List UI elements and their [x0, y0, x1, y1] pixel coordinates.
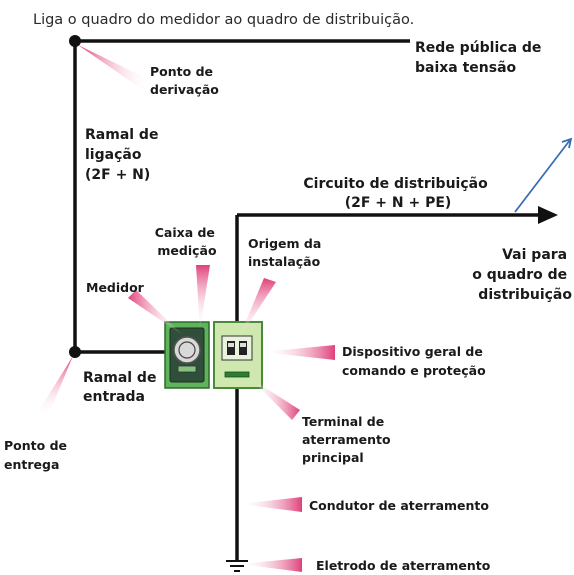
meter-dial-icon [173, 336, 201, 364]
pointer-ground-electrode [239, 558, 302, 572]
derivation-point-dot [69, 35, 81, 47]
pointers [38, 45, 335, 572]
label-ground-electrode: Eletrodo de aterramento [316, 558, 491, 573]
installation-board [213, 321, 263, 389]
ground-symbol [226, 560, 248, 572]
wiring [73, 39, 540, 560]
label-distribution-circuit: Circuito de distribuição (2F + N + PE) [303, 176, 492, 211]
label-connection-branch: Ramal de ligação (2F + N) [85, 127, 163, 183]
label-ground-conductor: Condutor de aterramento [309, 498, 489, 513]
label-meter-box: Caixa de medição [155, 225, 220, 258]
ground-terminal-bar [224, 371, 250, 378]
label-entry-branch: Ramal de entrada [83, 370, 161, 405]
breaker-icon [227, 341, 235, 355]
distribution-arrowhead [538, 206, 558, 224]
label-ground-terminal: Terminal de aterramento principal [302, 414, 395, 465]
pointer-meter [128, 290, 184, 336]
diagram-title: Liga o quadro do medidor ao quadro de di… [33, 12, 414, 28]
meter-box [164, 321, 210, 389]
pointer-meter-box [196, 265, 210, 330]
pointer-derivation [78, 45, 150, 92]
label-meter: Medidor [86, 280, 145, 295]
blue-arrow-head [561, 137, 573, 149]
pointer-origin [238, 278, 276, 340]
label-delivery-point: Ponto de entrega [4, 438, 71, 472]
label-public-network: Rede pública de baixa tensão [415, 40, 546, 76]
label-goes-to-board: Vai para o quadro de distribuição [472, 247, 572, 303]
label-general-device: Dispositivo geral de comando e proteção [342, 344, 487, 378]
pointer-ground-terminal [250, 378, 300, 420]
label-installation-origin: Origem da instalação [248, 236, 326, 269]
pointer-delivery [38, 356, 73, 416]
label-derivation-point: Ponto de derivação [150, 64, 219, 97]
blue-arrow-line [514, 139, 571, 213]
pointer-ground-conductor [239, 497, 302, 512]
delivery-point-dot [69, 346, 81, 358]
pointer-device [262, 345, 335, 360]
